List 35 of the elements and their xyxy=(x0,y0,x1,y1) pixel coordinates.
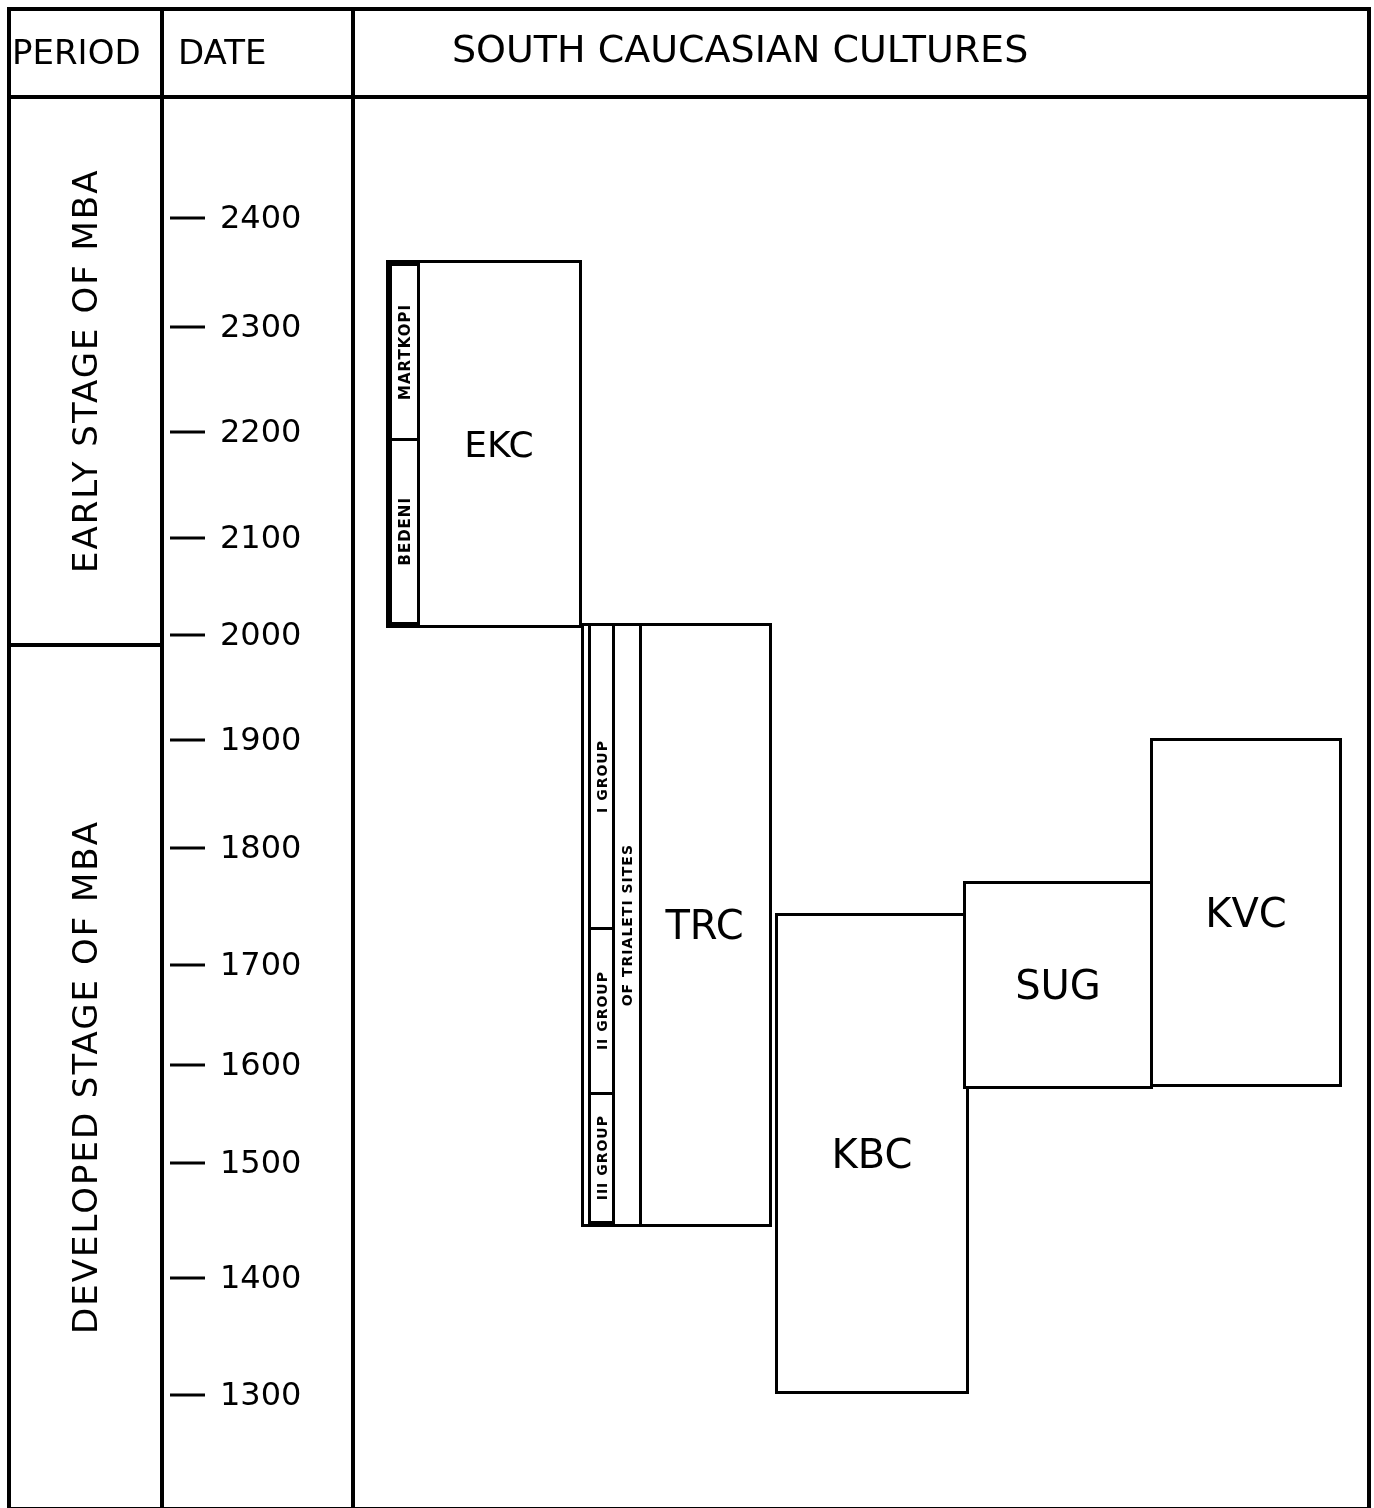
column-header: DATE xyxy=(178,35,267,69)
date-label: 1900 xyxy=(220,723,302,755)
date-label: 2000 xyxy=(220,618,302,650)
column-header: PERIOD xyxy=(12,35,141,69)
culture-box xyxy=(386,260,582,628)
culture-box xyxy=(775,913,969,1394)
vertical-label: EARLY STAGE OF MBA xyxy=(64,167,106,576)
sub-period-box xyxy=(389,263,420,441)
date-label: 1700 xyxy=(220,948,302,980)
date-label: 1400 xyxy=(220,1261,302,1293)
column-header: SOUTH CAUCASIAN CULTURES xyxy=(452,30,1029,68)
vertical-label: DEVELOPED STAGE OF MBA xyxy=(64,818,106,1336)
culture-label: SUG xyxy=(1015,962,1101,1008)
vertical-label: OF TRIALETI SITES xyxy=(619,843,635,1007)
vertical-label: BEDENI xyxy=(395,497,414,566)
culture-box xyxy=(581,623,772,1227)
sub-period-box xyxy=(389,438,420,625)
date-label: 1600 xyxy=(220,1048,302,1080)
culture-label: KVC xyxy=(1205,889,1287,936)
date-label: 2100 xyxy=(220,521,302,553)
date-label: 1300 xyxy=(220,1378,302,1410)
culture-box xyxy=(1150,738,1342,1087)
vertical-label: MARTKOPI xyxy=(395,304,414,400)
date-label: 1500 xyxy=(220,1146,302,1178)
vertical-label: I GROUP xyxy=(593,740,610,813)
culture-label: KBC xyxy=(831,1130,913,1177)
date-label: 1800 xyxy=(220,831,302,863)
vertical-label: III GROUP xyxy=(593,1115,610,1201)
vertical-label: II GROUP xyxy=(593,971,610,1051)
date-label: 2200 xyxy=(220,415,302,447)
date-label: 2400 xyxy=(220,201,302,233)
culture-label: TRC xyxy=(665,902,744,948)
date-label: 2300 xyxy=(220,310,302,342)
culture-label: EKC xyxy=(464,423,534,465)
culture-box xyxy=(963,881,1153,1089)
